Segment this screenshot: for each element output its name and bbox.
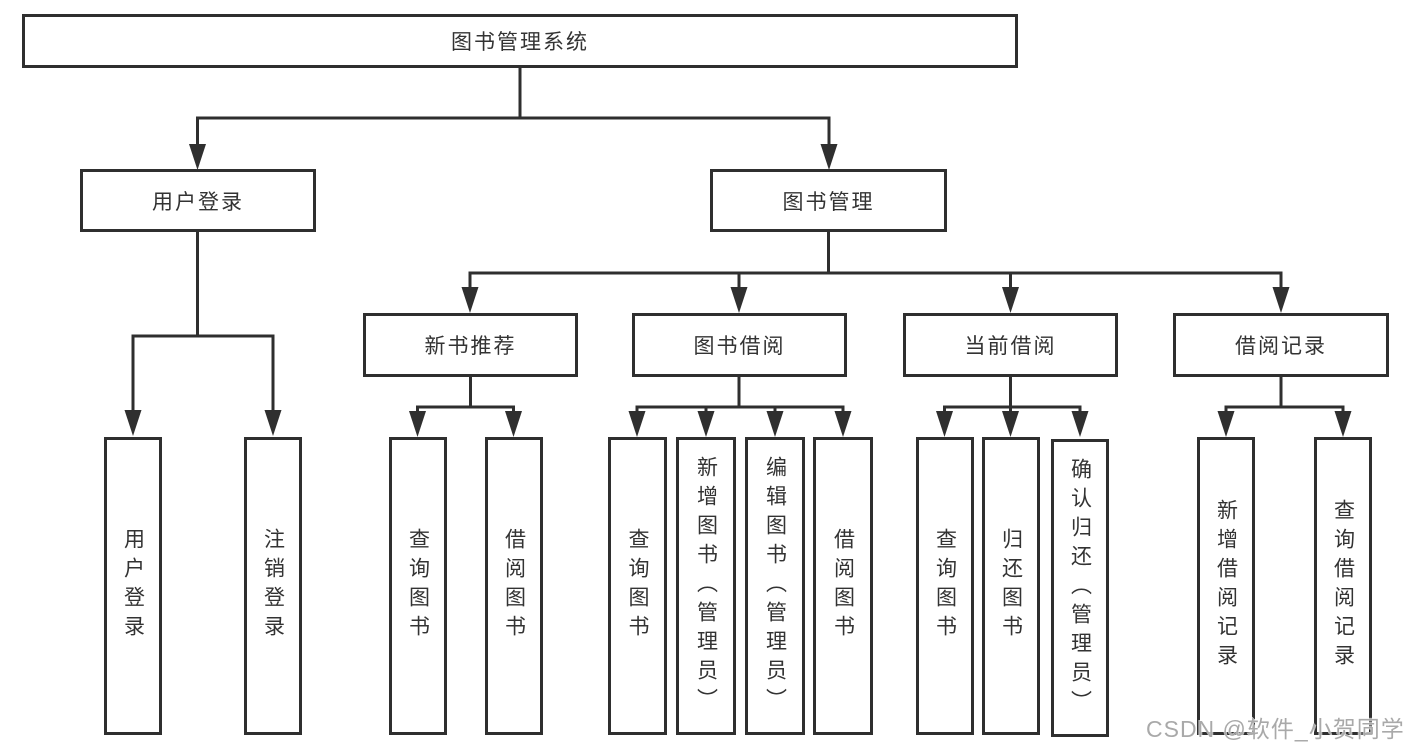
node-label: 查询图书 — [933, 528, 957, 644]
node-label: 用户登录 — [121, 528, 145, 644]
node-label: 借阅图书 — [831, 528, 855, 644]
node-label: 借阅图书 — [502, 528, 526, 644]
node-label: 图书管理 — [782, 190, 875, 214]
edge-user-login-bus — [131, 334, 275, 412]
node-label: 借阅记录 — [1235, 335, 1327, 358]
arrowhead — [1334, 411, 1352, 437]
node-query-borrow-record: 查询借阅记录 — [1314, 437, 1372, 735]
arrowhead — [628, 411, 646, 437]
arrowhead — [461, 287, 479, 313]
node-logout: 注销登录 — [244, 437, 302, 735]
edge-newbook-bus — [416, 405, 515, 413]
node-new-book-recommendation: 新书推荐 — [363, 313, 578, 377]
node-label: 图书借阅 — [693, 335, 786, 358]
node-add-borrow-record: 新增借阅记录 — [1197, 437, 1255, 735]
arrowhead — [264, 410, 282, 436]
node-label: 查询图书 — [626, 528, 649, 644]
node-label: 归还图书 — [999, 528, 1023, 644]
node-return-books: 归还图书 — [982, 437, 1040, 735]
edge-borrowing-bus — [635, 405, 845, 413]
edge-book-mgmt-bus — [468, 271, 1283, 290]
arrowhead — [834, 411, 852, 437]
arrowhead — [409, 411, 426, 437]
node-label: 查询借阅记录 — [1331, 499, 1355, 673]
arrowhead — [1272, 287, 1290, 313]
node-label: 新增图书（管理员） — [694, 455, 718, 717]
node-label: 确认归还（管理员） — [1068, 457, 1092, 719]
edge-records-bus — [1224, 405, 1345, 413]
node-confirm-return-admin: 确认归还（管理员） — [1051, 439, 1109, 737]
node-query-books-current: 查询图书 — [916, 437, 974, 735]
node-borrow-books: 借阅图书 — [813, 437, 873, 735]
arrowhead — [820, 144, 838, 170]
node-user-login-leaf: 用户登录 — [104, 437, 162, 735]
arrowhead — [1002, 287, 1019, 313]
node-add-books-admin: 新增图书（管理员） — [676, 437, 736, 735]
node-label: 新增借阅记录 — [1214, 499, 1238, 673]
node-book-management: 图书管理 — [710, 169, 947, 232]
arrowhead — [189, 144, 206, 170]
arrowhead — [1002, 411, 1019, 437]
arrowhead — [1071, 411, 1089, 437]
node-label: 编辑图书（管理员） — [763, 455, 787, 717]
arrowhead — [1217, 411, 1235, 437]
arrowhead — [730, 287, 748, 313]
node-query-books-borrowing: 查询图书 — [608, 437, 667, 735]
arrowhead — [697, 411, 715, 437]
node-label: 用户登录 — [152, 190, 244, 214]
edge-root-bus — [196, 116, 831, 146]
node-query-books-recommend: 查询图书 — [389, 437, 447, 735]
edge-current-bus — [943, 405, 1082, 413]
node-label: 查询图书 — [406, 528, 430, 644]
node-borrow-books-recommend: 借阅图书 — [485, 437, 543, 735]
arrowhead — [124, 410, 142, 436]
node-library-management-system: 图书管理系统 — [22, 14, 1018, 68]
watermark: CSDN @软件_小贺同学 — [1146, 716, 1405, 742]
arrowhead — [766, 411, 784, 437]
node-book-borrowing: 图书借阅 — [632, 313, 847, 377]
node-label: 当前借阅 — [964, 335, 1057, 358]
node-label: 图书管理系统 — [451, 31, 589, 54]
node-edit-books-admin: 编辑图书（管理员） — [745, 437, 805, 735]
node-label: 新书推荐 — [424, 335, 517, 358]
arrowhead — [505, 411, 522, 437]
node-label: 注销登录 — [261, 528, 285, 644]
node-current-borrowing: 当前借阅 — [903, 313, 1118, 377]
node-borrowing-records: 借阅记录 — [1173, 313, 1389, 377]
arrowhead — [936, 411, 953, 437]
node-user-login: 用户登录 — [80, 169, 316, 232]
